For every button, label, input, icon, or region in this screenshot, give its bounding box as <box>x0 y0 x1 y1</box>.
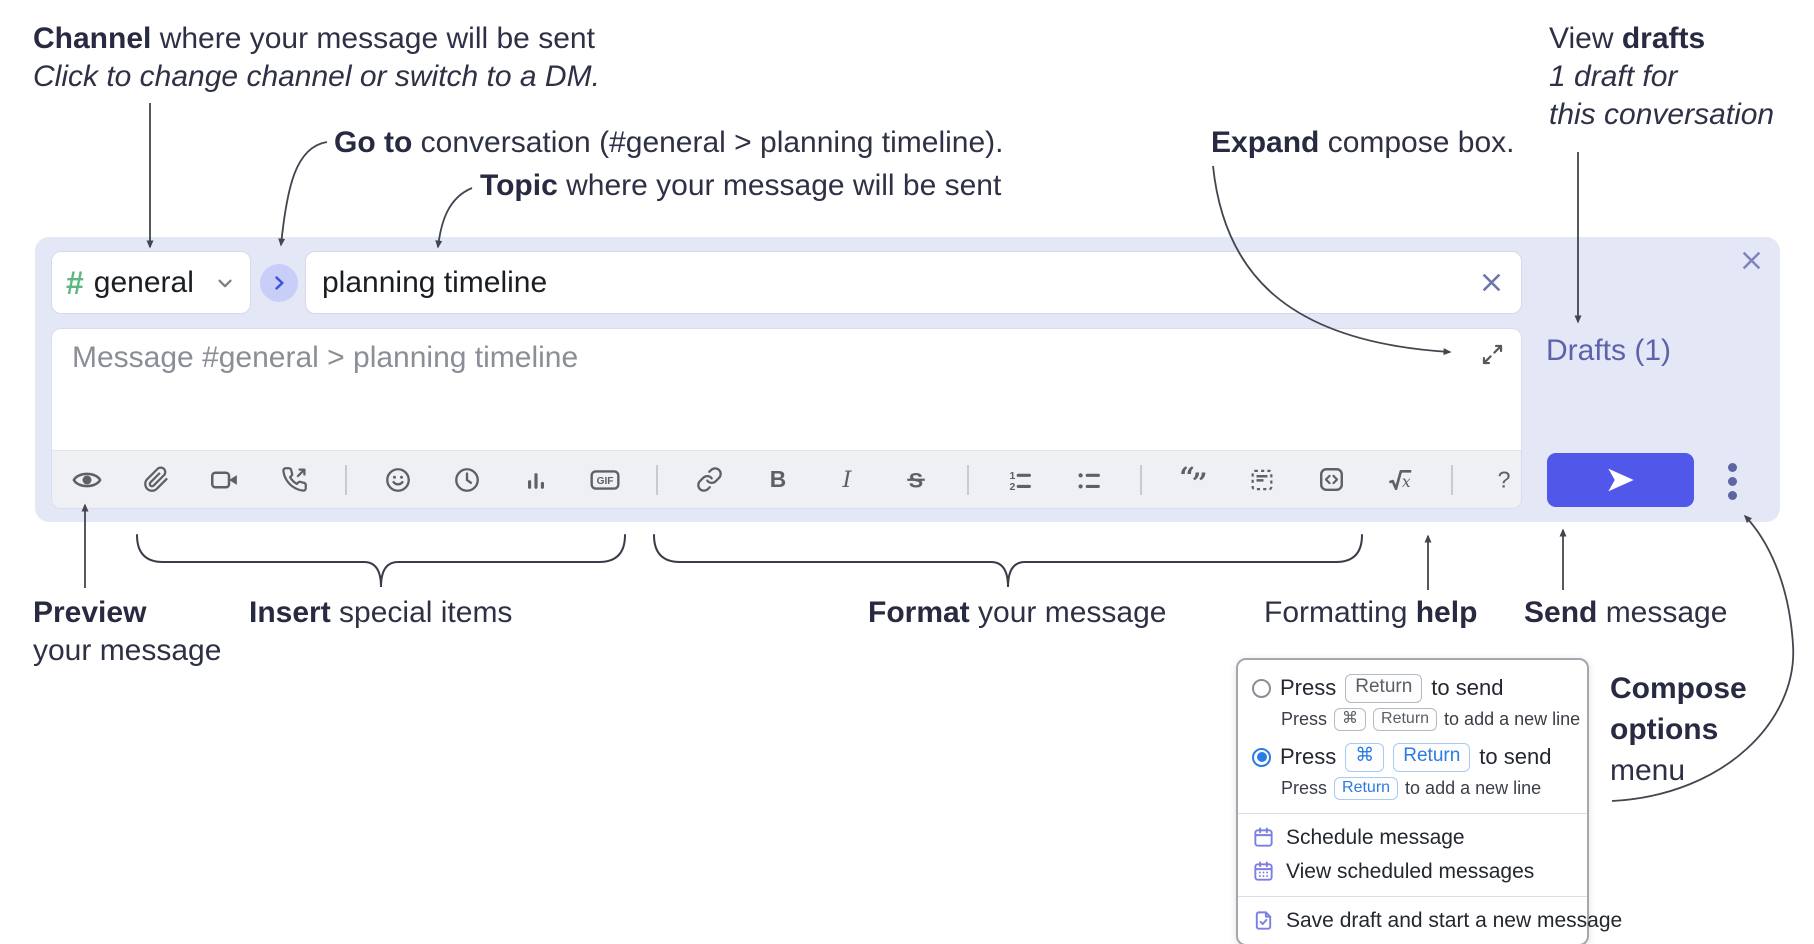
svg-text:1: 1 <box>1010 469 1016 481</box>
format-annotation: Format your message <box>868 596 1167 629</box>
chevron-down-icon <box>214 272 236 294</box>
cmd-key: ⌘ <box>1334 707 1367 731</box>
compose-box: # general planning timeline Message #gen… <box>35 237 1780 522</box>
message-input[interactable]: Message #general > planning timeline <box>51 328 1522 509</box>
bold-icon[interactable]: B <box>760 462 796 498</box>
svg-text:B: B <box>770 466 786 492</box>
video-camera-icon[interactable] <box>207 462 243 498</box>
svg-text:I: I <box>842 467 853 493</box>
close-icon[interactable] <box>1738 247 1765 274</box>
send-message-annotation: Send message <box>1524 596 1728 629</box>
send-option-cmd-return-subtext: Press Return to add a new line <box>1238 774 1587 806</box>
radio-unselected[interactable] <box>1252 678 1271 698</box>
insert-annotation: Insert special items <box>249 596 513 629</box>
view-drafts-annotation: View drafts 1 draft for this conversatio… <box>1549 22 1775 131</box>
message-placeholder: Message #general > planning timeline <box>72 341 579 374</box>
link-icon[interactable] <box>691 462 727 498</box>
save-draft-item[interactable]: Save draft and start a new message <box>1238 904 1622 938</box>
strikethrough-icon[interactable]: S <box>898 462 934 498</box>
toolbar-divider <box>967 464 969 495</box>
toolbar-divider <box>1140 464 1142 495</box>
svg-text:“: “ <box>1179 465 1195 493</box>
clear-topic-icon[interactable] <box>1478 269 1505 296</box>
paper-plane-icon <box>1605 464 1637 496</box>
svg-text:GIF: GIF <box>597 476 614 487</box>
return-key: Return <box>1393 742 1471 772</box>
italic-icon[interactable]: I <box>829 462 865 498</box>
toolbar-divider <box>345 464 347 495</box>
menu-divider <box>1238 895 1587 897</box>
topic-value: planning timeline <box>322 265 548 299</box>
paperclip-icon[interactable] <box>138 462 174 498</box>
blockquote-icon[interactable]: “” <box>1175 462 1211 498</box>
channel-annotation: Channel where your message will be sent … <box>33 22 600 93</box>
format-brace <box>653 534 1363 588</box>
svg-text:”: ” <box>1192 467 1208 495</box>
formatting-help-annotation: Formatting help <box>1264 596 1478 629</box>
calendar-grid-icon <box>1252 860 1275 883</box>
svg-text:?: ? <box>1498 466 1511 492</box>
send-option-return[interactable]: Press Return to send <box>1238 672 1587 705</box>
send-option-return-subtext: Press ⌘ Return to add a new line <box>1238 705 1587 737</box>
svg-text:x: x <box>1402 472 1411 490</box>
bulleted-list-icon[interactable] <box>1071 462 1107 498</box>
channel-hash-icon: # <box>66 264 84 301</box>
poll-bar-chart-icon[interactable] <box>518 462 554 498</box>
code-block-icon[interactable] <box>1313 462 1349 498</box>
cmd-key: ⌘ <box>1345 742 1385 772</box>
return-key: Return <box>1345 674 1423 703</box>
formula-icon[interactable]: x <box>1382 462 1418 498</box>
code-icon[interactable] <box>1244 462 1280 498</box>
return-key: Return <box>1373 707 1438 731</box>
return-key: Return <box>1334 776 1399 800</box>
goto-annotation: Go to conversation (#general > planning … <box>334 126 1004 159</box>
preview-eye-icon[interactable] <box>69 462 105 498</box>
radio-selected[interactable] <box>1252 747 1271 767</box>
phone-call-icon[interactable] <box>276 462 312 498</box>
view-scheduled-messages-item[interactable]: View scheduled messages <box>1238 855 1587 889</box>
topic-input[interactable]: planning timeline <box>305 251 1522 314</box>
topic-annotation: Topic where your message will be sent <box>480 169 1002 202</box>
menu-divider <box>1238 812 1587 814</box>
drafts-link[interactable]: Drafts (1) <box>1546 334 1672 367</box>
expand-annotation: Expand compose box. <box>1211 126 1515 159</box>
calendar-icon <box>1252 826 1275 849</box>
toolbar-divider <box>656 464 658 495</box>
emoji-smiley-icon[interactable] <box>380 462 416 498</box>
insert-brace <box>136 534 626 588</box>
gif-icon[interactable]: GIF <box>587 462 623 498</box>
goto-conversation-button[interactable] <box>260 264 298 302</box>
compose-options-kebab-icon[interactable] <box>1714 461 1750 501</box>
schedule-clock-icon[interactable] <box>449 462 485 498</box>
compose-options-annotation: Compose options menu <box>1610 672 1747 787</box>
draft-document-check-icon <box>1252 909 1275 932</box>
formatting-help-icon[interactable]: ? <box>1486 462 1522 498</box>
send-button[interactable] <box>1547 453 1694 507</box>
send-option-cmd-return[interactable]: Press ⌘ Return to send <box>1238 741 1587 774</box>
svg-text:2: 2 <box>1010 480 1016 492</box>
expand-compose-icon[interactable] <box>1480 342 1505 367</box>
toolbar-divider <box>1451 464 1453 495</box>
channel-selector[interactable]: # general <box>51 251 251 314</box>
chevron-right-icon <box>269 273 289 293</box>
goto-arrow <box>278 141 328 247</box>
schedule-message-item[interactable]: Schedule message <box>1238 821 1587 855</box>
compose-options-menu: Press Return to send Press ⌘ Return to a… <box>1236 658 1622 944</box>
channel-name: general <box>93 265 194 299</box>
preview-annotation: Preview your message <box>33 596 222 667</box>
